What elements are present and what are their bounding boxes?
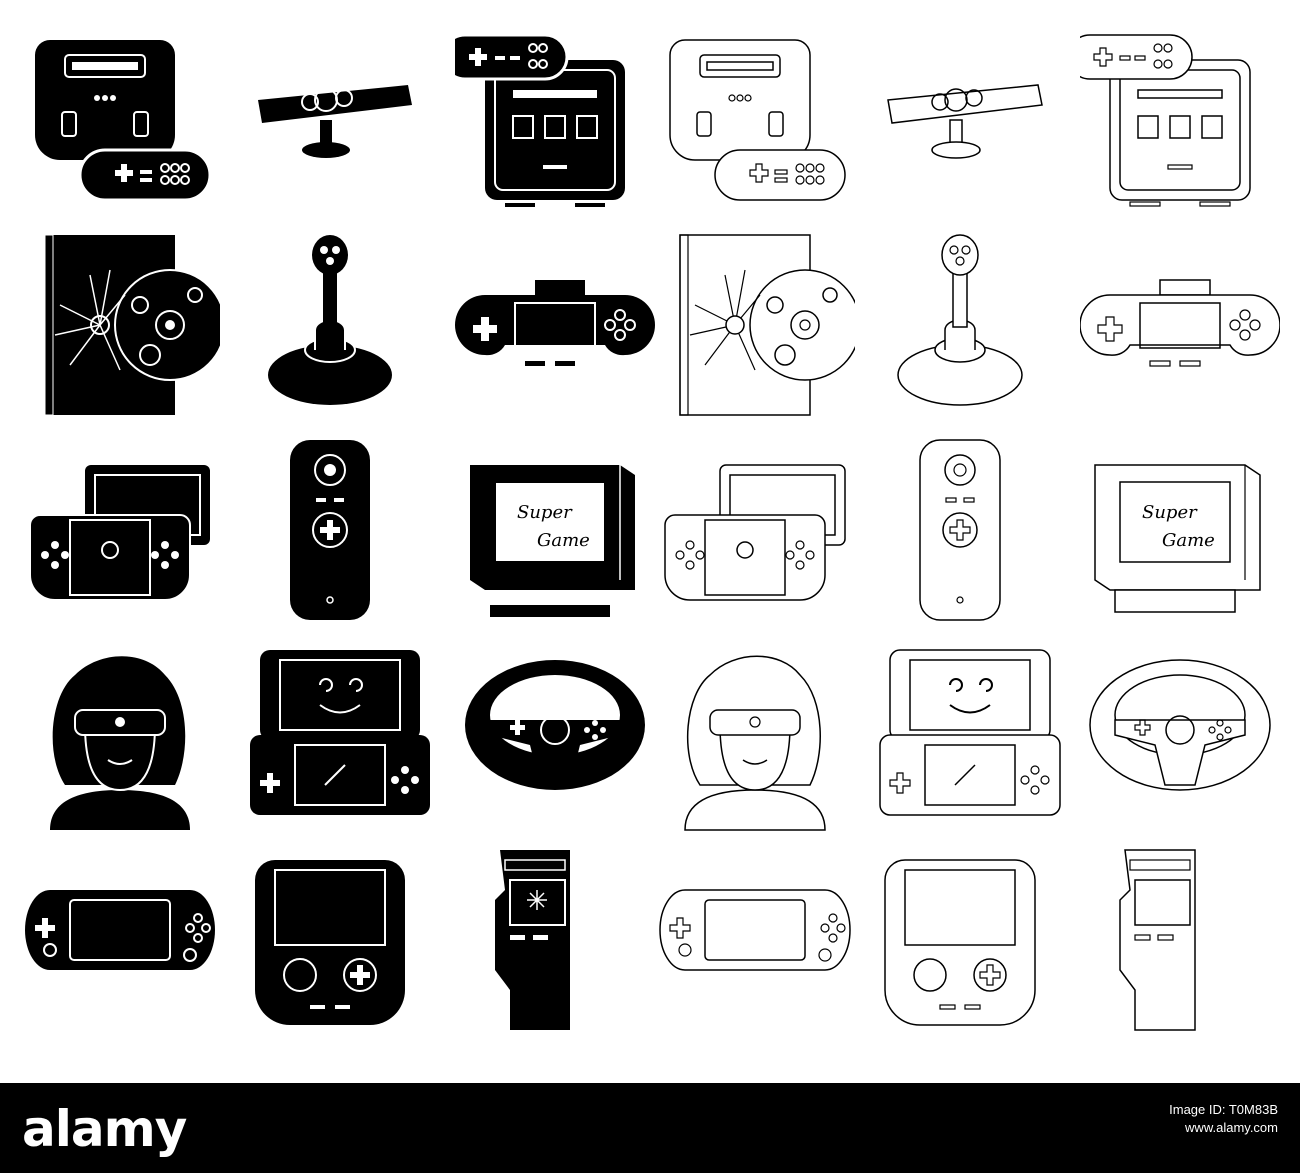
game-disc-box-icon bbox=[655, 225, 855, 425]
motion-sensor-bar-icon bbox=[240, 20, 440, 220]
portable-console-icon bbox=[20, 840, 220, 1040]
vr-headset-woman-icon bbox=[20, 635, 220, 835]
portable-console-icon bbox=[655, 840, 855, 1040]
game-disc-box-icon bbox=[20, 225, 220, 425]
dual-screen-handheld-icon bbox=[870, 635, 1070, 835]
retro-handheld-icon bbox=[870, 840, 1070, 1040]
vr-headset-woman-icon bbox=[655, 635, 855, 835]
game-cartridge-icon: Super Game bbox=[455, 430, 655, 630]
arcade-machine-icon bbox=[455, 840, 655, 1040]
motion-controller-icon bbox=[240, 430, 440, 630]
watermark-brand-logo: alamy bbox=[22, 1100, 187, 1158]
retro-console-with-gamepad-icon bbox=[655, 20, 855, 220]
hybrid-console-icon bbox=[655, 430, 855, 630]
motion-sensor-bar-icon bbox=[870, 20, 1070, 220]
joystick-icon bbox=[870, 225, 1070, 425]
steering-wheel-controller-icon bbox=[455, 635, 655, 835]
retro-console-with-gamepad-icon bbox=[20, 20, 220, 220]
cartridge-label-line2: Game bbox=[1162, 530, 1215, 551]
arcade-machine-icon bbox=[1080, 840, 1280, 1040]
handheld-game-console-icon bbox=[455, 225, 655, 425]
motion-controller-icon bbox=[870, 430, 1070, 630]
watermark-url: www.alamy.com bbox=[1185, 1120, 1278, 1135]
dual-screen-handheld-icon bbox=[240, 635, 440, 835]
cartridge-label-line2: Game bbox=[537, 530, 590, 551]
console-with-gamepad-cartridge-icon bbox=[455, 20, 655, 220]
cartridge-label-line1: Super bbox=[1142, 502, 1198, 523]
steering-wheel-controller-icon bbox=[1080, 635, 1280, 835]
retro-handheld-icon bbox=[240, 840, 440, 1040]
hybrid-console-icon bbox=[20, 430, 220, 630]
handheld-game-console-icon bbox=[1080, 225, 1280, 425]
game-cartridge-icon: Super Game bbox=[1080, 430, 1280, 630]
joystick-icon bbox=[240, 225, 440, 425]
cartridge-label-line1: Super bbox=[517, 502, 573, 523]
watermark-image-id: Image ID: T0M83B bbox=[1169, 1102, 1278, 1117]
console-with-gamepad-cartridge-icon bbox=[1080, 20, 1280, 220]
watermark-bar bbox=[0, 1083, 1300, 1173]
watermark-meta: Image ID: T0M83B www.alamy.com bbox=[1169, 1101, 1278, 1137]
